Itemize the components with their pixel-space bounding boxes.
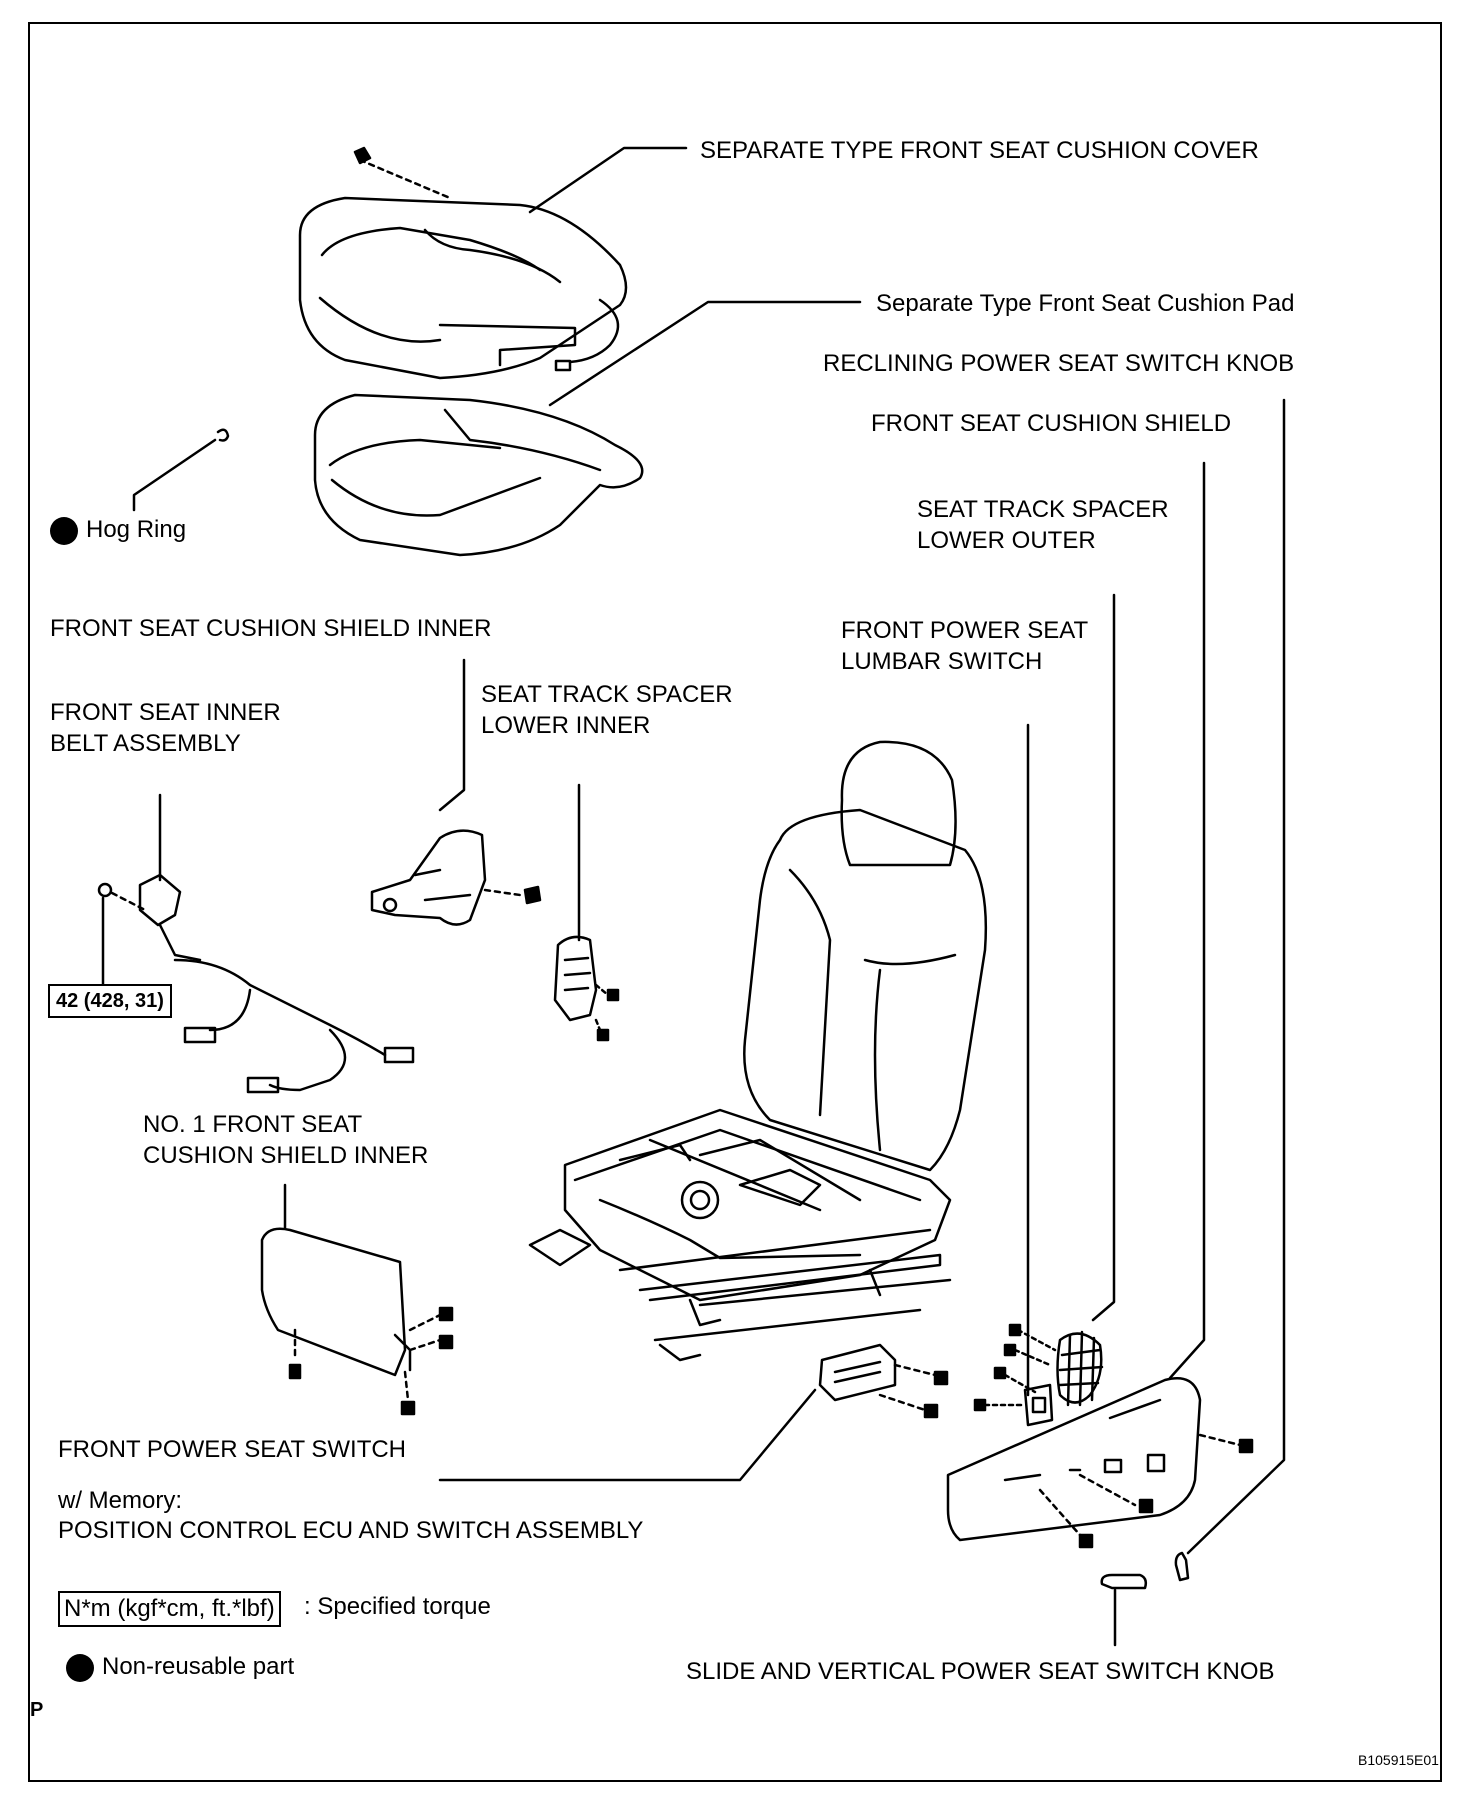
label-memory-line2: POSITION CONTROL ECU AND SWITCH ASSEMBLY bbox=[58, 1517, 644, 1544]
cushion-shield-drawing bbox=[946, 1377, 1254, 1549]
label-cushion-pad: Separate Type Front Seat Cushion Pad bbox=[876, 290, 1295, 317]
seat-cushion-pad-drawing bbox=[313, 393, 644, 557]
label-slide-knob: SLIDE AND VERTICAL POWER SEAT SWITCH KNO… bbox=[686, 1658, 1275, 1685]
label-cushion-shield: FRONT SEAT CUSHION SHIELD bbox=[871, 410, 1232, 437]
seat-cushion-cover-drawing bbox=[298, 146, 628, 380]
switch-knobs-drawing bbox=[1100, 1551, 1190, 1590]
label-shield-inner: FRONT SEAT CUSHION SHIELD INNER bbox=[50, 615, 492, 642]
label-cushion-cover: SEPARATE TYPE FRONT SEAT CUSHION COVER bbox=[700, 137, 1259, 164]
label-spacer-lower-inner-line2: LOWER INNER bbox=[481, 712, 651, 739]
torque-unit-legend-box: N*m (kgf*cm, ft.*lbf) bbox=[58, 1591, 281, 1627]
label-inner-belt-line2: BELT ASSEMBLY bbox=[50, 730, 241, 757]
cushion-shield-inner-drawing bbox=[370, 829, 542, 926]
label-spacer-lower-outer-line2: LOWER OUTER bbox=[917, 527, 1096, 554]
spacer-lower-inner-drawing bbox=[553, 935, 620, 1042]
diagram-frame bbox=[28, 22, 1442, 1782]
label-spacer-lower-outer-line1: SEAT TRACK SPACER bbox=[917, 496, 1169, 523]
hog-ring-drawing bbox=[216, 428, 230, 442]
hog-ring-text: Hog Ring bbox=[86, 516, 187, 543]
label-lumbar-switch-line2: LUMBAR SWITCH bbox=[841, 648, 1043, 675]
leader-lines bbox=[101, 146, 1286, 1647]
label-no1-shield-line1: NO. 1 FRONT SEAT bbox=[143, 1111, 363, 1138]
no1-cushion-shield-inner-drawing bbox=[260, 1227, 454, 1416]
torque-value-box: 42 (428, 31) bbox=[48, 984, 172, 1018]
label-hog-ring: Hog Ring bbox=[50, 515, 186, 545]
figure-id: B105915E01 bbox=[1358, 1752, 1439, 1768]
label-power-switch: FRONT POWER SEAT SWITCH bbox=[58, 1436, 407, 1463]
corner-mark: P bbox=[30, 1699, 44, 1721]
seat-assembly-drawing bbox=[528, 740, 988, 1362]
non-reusable-dot-icon bbox=[66, 1653, 94, 1682]
label-memory-line1: w/ Memory: bbox=[58, 1487, 183, 1514]
label-lumbar-switch-line1: FRONT POWER SEAT bbox=[841, 617, 1089, 644]
spacer-lower-outer-drawing bbox=[1056, 1330, 1104, 1407]
label-reclining-knob: RECLINING POWER SEAT SWITCH KNOB bbox=[823, 350, 1295, 377]
inner-belt-drawing bbox=[97, 873, 415, 1094]
non-reusable-text: Non-reusable part bbox=[102, 1653, 295, 1680]
label-spacer-lower-inner-line1: SEAT TRACK SPACER bbox=[481, 681, 733, 708]
label-inner-belt-line1: FRONT SEAT INNER bbox=[50, 699, 281, 726]
specified-torque-legend: : Specified torque bbox=[304, 1593, 491, 1620]
non-reusable-dot-icon bbox=[50, 516, 78, 545]
non-reusable-legend: Non-reusable part bbox=[66, 1652, 294, 1682]
lumbar-switch-drawing bbox=[973, 1323, 1057, 1427]
power-seat-switch-drawing bbox=[818, 1343, 949, 1419]
label-no1-shield-line2: CUSHION SHIELD INNER bbox=[143, 1142, 429, 1169]
